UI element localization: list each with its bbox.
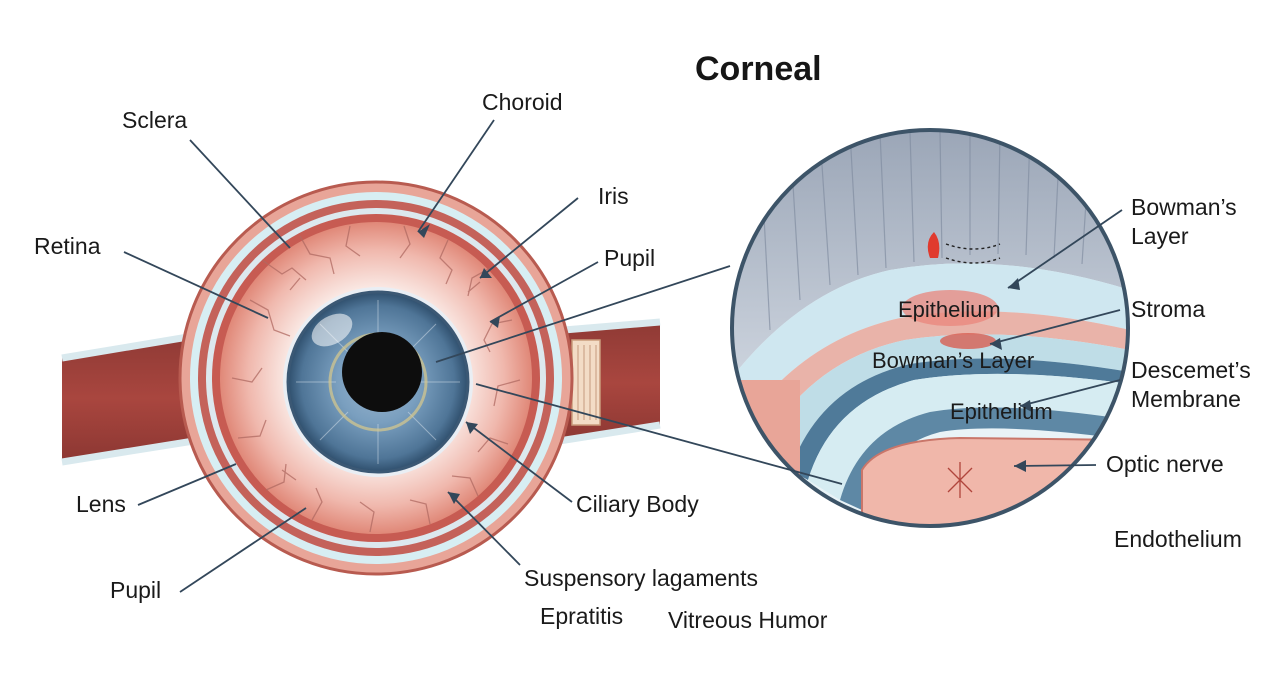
label-retina: Retina <box>34 234 100 260</box>
label-pupil-bottom: Pupil <box>110 578 161 604</box>
label-descemets-line2: Membrane <box>1131 387 1241 413</box>
pupil <box>342 332 422 412</box>
label-choroid: Choroid <box>482 90 563 116</box>
label-descemets-line1: Descemet’s <box>1131 358 1251 384</box>
label-ciliary-body: Ciliary Body <box>576 492 699 518</box>
label-lens: Lens <box>76 492 126 518</box>
label-iris: Iris <box>598 184 629 210</box>
label-optic-nerve: Optic nerve <box>1106 452 1224 478</box>
eyeball <box>180 182 572 574</box>
label-bowmans-line1: Bowman’s <box>1131 195 1237 221</box>
inset-label-epithelium-1: Epithelium <box>898 298 1001 323</box>
label-sclera: Sclera <box>122 108 187 134</box>
left-nerve-band <box>62 335 200 462</box>
label-pupil-top: Pupil <box>604 246 655 272</box>
diagram-title: Corneal <box>695 50 822 88</box>
label-bowmans-line2: Layer <box>1131 224 1189 250</box>
label-vitreous-humor: Vitreous Humor <box>668 608 827 634</box>
corneal-inset <box>730 130 1130 540</box>
label-stroma: Stroma <box>1131 297 1205 323</box>
label-endothelium: Endothelium <box>1114 527 1242 553</box>
label-suspensory-ligaments: Suspensory lagaments <box>524 566 758 592</box>
inset-label-bowmans-layer: Bowman’s Layer <box>872 349 1034 374</box>
inset-label-epithelium-2: Epithelium <box>950 400 1053 425</box>
label-epratitis: Epratitis <box>540 604 623 630</box>
